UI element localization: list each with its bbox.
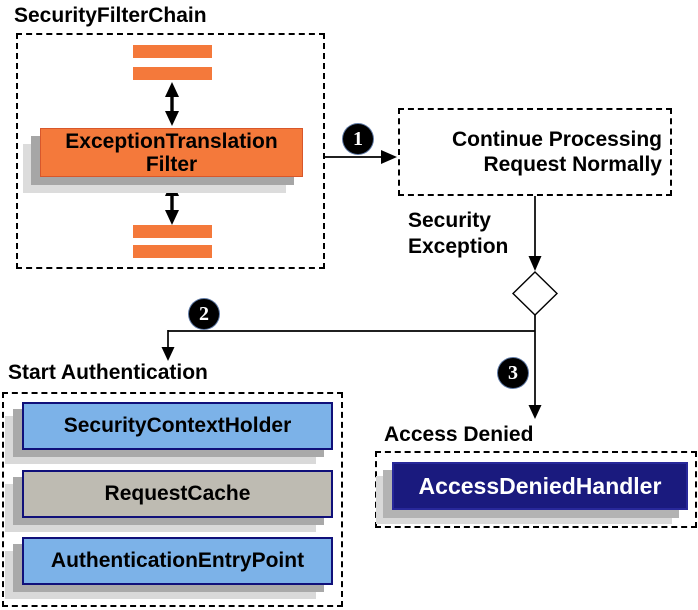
security-exception-line2: Exception <box>408 235 509 258</box>
start-authentication-title: Start Authentication <box>8 361 208 384</box>
continue-label-line1: Continue Processing <box>451 128 662 151</box>
filter-bar-bottom-2 <box>133 245 212 258</box>
step-2-number: 2 <box>199 302 209 325</box>
access-denied-handler-box: AccessDeniedHandler <box>392 462 688 510</box>
filter-label-line1: ExceptionTranslation <box>65 129 278 153</box>
exception-translation-filter-box: ExceptionTranslation Filter <box>40 128 303 177</box>
continue-processing-box: Continue Processing Request Normally <box>398 108 672 196</box>
request-cache-box: RequestCache <box>22 470 333 518</box>
security-context-holder-label: SecurityContextHolder <box>63 414 292 437</box>
security-filter-chain-box <box>16 33 325 269</box>
filter-bar-bottom-1 <box>133 225 212 238</box>
step-2-badge: 2 <box>189 299 219 329</box>
filter-label-line2: Filter <box>145 152 198 176</box>
filter-bar-top-1 <box>133 45 212 58</box>
security-context-holder-box: SecurityContextHolder <box>22 402 333 450</box>
step-3-badge: 3 <box>498 358 528 388</box>
authentication-entry-point-label: AuthenticationEntryPoint <box>50 549 305 572</box>
continue-label-line2: Request Normally <box>483 153 662 176</box>
step-3-number: 3 <box>508 361 518 384</box>
decision-diamond-icon <box>511 271 559 316</box>
access-denied-handler-label: AccessDeniedHandler <box>418 472 662 499</box>
security-exception-label: Security Exception <box>408 208 508 260</box>
access-denied-title: Access Denied <box>384 423 534 446</box>
arrowhead-step3-down-icon <box>528 405 542 419</box>
access-denied-box <box>375 451 697 528</box>
step-1-badge: 1 <box>343 124 373 154</box>
security-exception-line1: Security <box>408 209 491 232</box>
arrowhead-into-diamond-icon <box>528 256 542 271</box>
filter-bar-top-2 <box>133 67 212 80</box>
request-cache-label: RequestCache <box>104 482 251 505</box>
step-1-number: 1 <box>353 127 363 150</box>
start-authentication-box <box>2 392 343 607</box>
security-filter-chain-title: SecurityFilterChain <box>14 4 207 27</box>
arrowhead-step2-down-icon <box>161 347 175 361</box>
arrowhead-step1-right-icon <box>381 150 397 164</box>
authentication-entry-point-box: AuthenticationEntryPoint <box>22 537 333 585</box>
